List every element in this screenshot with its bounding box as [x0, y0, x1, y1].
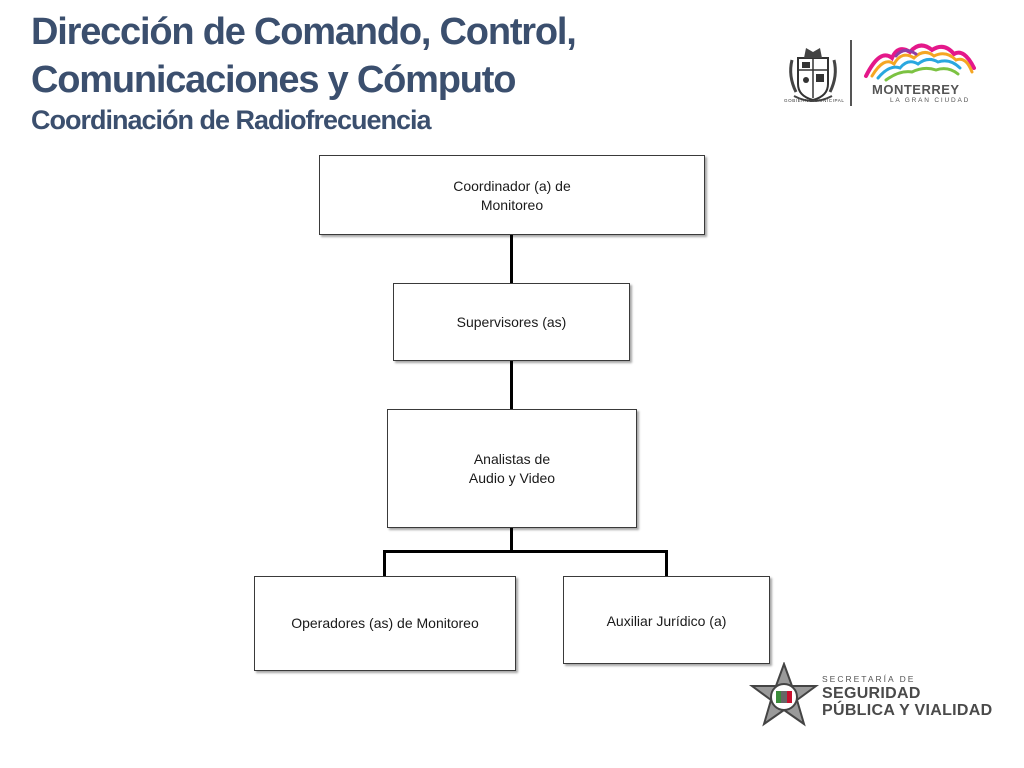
node-supervisores-label: Supervisores (as) — [456, 313, 567, 330]
node-analistas: Analistas de Audio y Video — [387, 409, 637, 528]
gobierno-municipal-label: GOBIERNO MUNICIPAL — [784, 98, 845, 103]
node-coordinador: Coordinador (a) de Monitoreo — [319, 155, 705, 235]
node-operadores: Operadores (as) de Monitoreo — [254, 576, 516, 671]
monterrey-mountain-logo-icon — [864, 43, 976, 82]
connector-to-operadores — [383, 550, 386, 577]
police-star-badge-icon — [748, 662, 820, 727]
connector-to-auxiliar — [665, 550, 668, 577]
title-block: Dirección de Comando, Control, Comunicac… — [31, 8, 577, 136]
publica-vialidad-label: PÚBLICA Y VIALIDAD — [822, 702, 993, 719]
secretaria-label: SECRETARÍA DE — [822, 674, 916, 684]
node-auxiliar-label: Auxiliar Jurídico (a) — [606, 613, 727, 629]
node-auxiliar: Auxiliar Jurídico (a) — [563, 576, 770, 664]
node-supervisores: Supervisores (as) — [393, 283, 630, 361]
page-subtitle: Coordinación de Radiofrecuencia — [31, 105, 432, 135]
monterrey-wordmark: MONTERREY — [872, 82, 960, 97]
coat-of-arms-icon — [789, 48, 837, 102]
page-title-line-2: Comunicaciones y Cómputo — [31, 59, 516, 101]
connector-coordinador-supervisores — [510, 235, 513, 284]
node-operadores-label: Operadores (as) de Monitoreo — [291, 615, 479, 631]
connector-supervisores-analistas — [510, 361, 513, 410]
node-coordinador-label: Coordinador (a) de Monitoreo — [453, 178, 571, 213]
node-analistas-label: Analistas de Audio y Video — [468, 450, 556, 486]
connector-analistas-junction — [510, 528, 513, 552]
municipal-logos: GOBIERNO MUNICIPAL MONTERREY LA GRAN CIU… — [780, 36, 990, 112]
connector-horizontal-bar — [383, 550, 668, 553]
page-title-line-1: Dirección de Comando, Control, — [31, 11, 577, 53]
logo-divider — [850, 40, 852, 106]
monterrey-tagline: LA GRAN CIUDAD — [890, 97, 971, 104]
secretaria-seguridad-logo: SECRETARÍA DE SEGURIDAD PÚBLICA Y VIALID… — [748, 660, 1008, 740]
seguridad-label: SEGURIDAD — [822, 685, 921, 702]
